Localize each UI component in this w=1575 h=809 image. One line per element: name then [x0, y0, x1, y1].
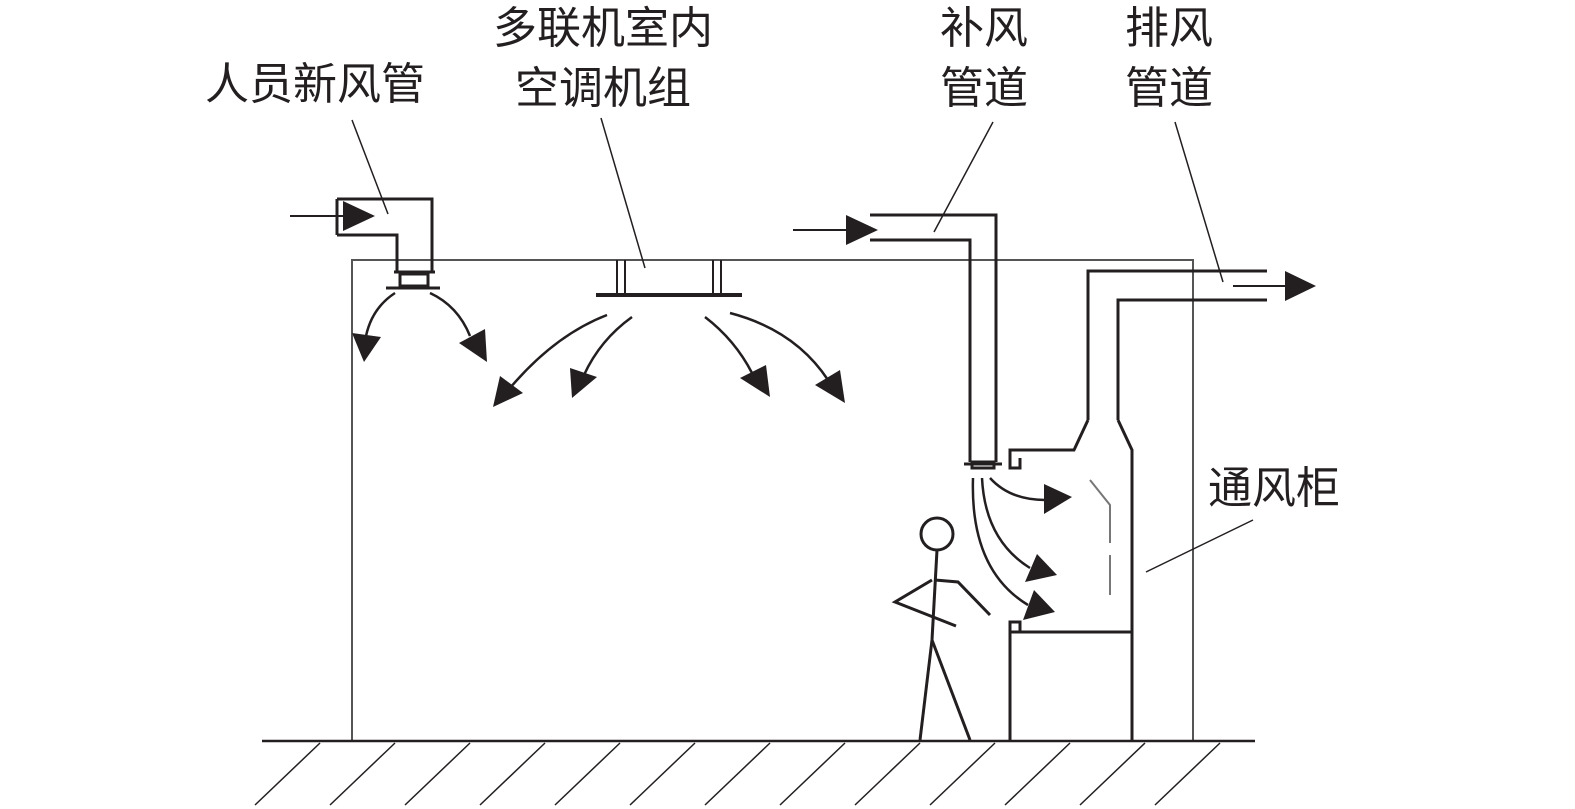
exhaust-duct — [1086, 269, 1267, 420]
vrf-indoor-unit — [596, 260, 742, 297]
floor — [254, 739, 1255, 806]
exhaust-outlet-arrow — [1233, 271, 1316, 301]
room-walls — [351, 259, 1194, 740]
leader-supply-duct — [933, 121, 994, 233]
fresh-air-outflow-arrows — [352, 291, 487, 362]
fresh-air-inlet-arrow — [290, 201, 375, 231]
label-fresh-air-duct: 人员新风管 — [205, 59, 425, 110]
label-vrf-unit-line1: 多联机室内 — [493, 3, 713, 54]
label-exhaust-duct-line1: 排风 — [1125, 3, 1213, 54]
label-supply-duct-line2: 管道 — [940, 63, 1028, 114]
person-figure — [891, 516, 992, 741]
label-fume-hood: 通风柜 — [1208, 463, 1340, 514]
supply-air-outflow-arrows — [971, 477, 1072, 620]
leader-lines — [351, 117, 1254, 573]
leader-vrf-unit — [600, 117, 646, 269]
supply-air-duct — [870, 213, 1002, 470]
label-supply-duct-line1: 补风 — [940, 3, 1028, 54]
supply-air-inlet-arrow — [793, 215, 878, 245]
leader-fresh-air-duct — [351, 119, 389, 215]
leader-fume-hood — [1145, 519, 1254, 573]
label-exhaust-duct-line2: 管道 — [1125, 63, 1213, 114]
leader-exhaust-duct — [1174, 121, 1224, 283]
label-vrf-unit-line2: 空调机组 — [515, 63, 691, 114]
vrf-outflow-arrows — [493, 311, 845, 407]
floor-hatching — [254, 742, 1221, 806]
fume-hood — [1008, 419, 1134, 740]
